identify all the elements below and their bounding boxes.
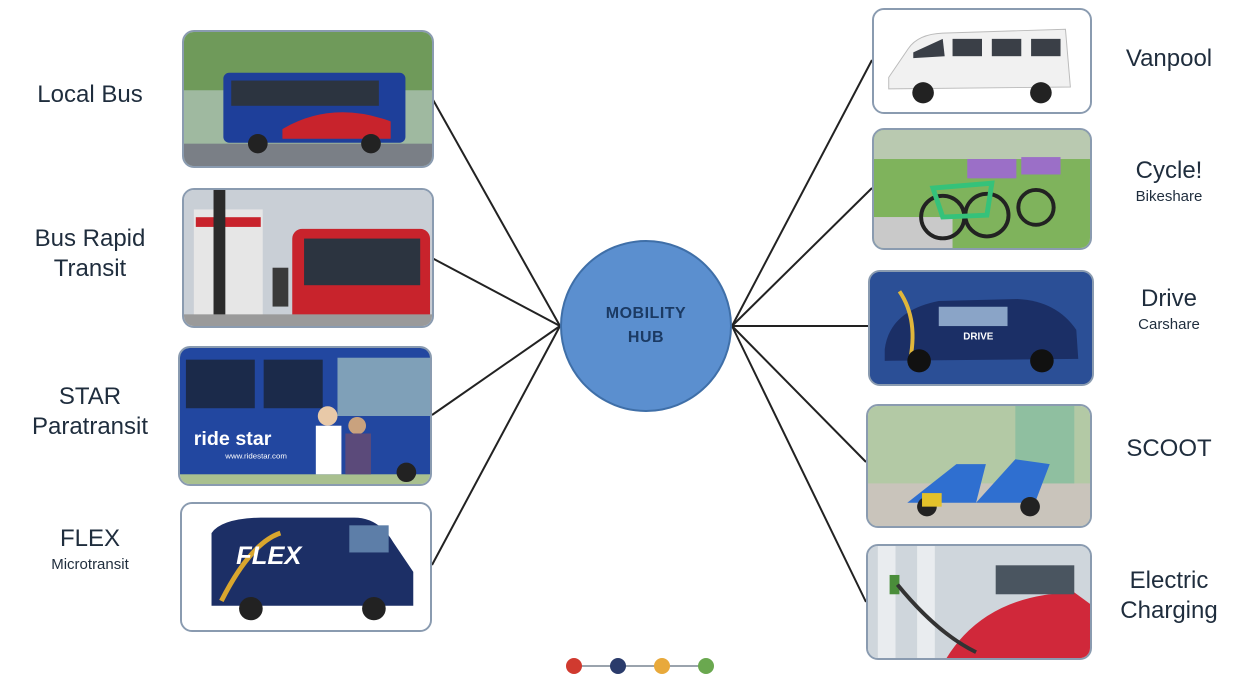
photo-cycle-bikeshare bbox=[872, 128, 1092, 250]
connector-cycle bbox=[731, 187, 873, 327]
photo-scoot bbox=[866, 404, 1092, 528]
connector-scoot bbox=[731, 325, 867, 463]
label-scoot: SCOOT bbox=[1126, 435, 1212, 462]
label-flex-microtransit: FLEX Microtransit bbox=[51, 525, 129, 573]
progress-dots-line bbox=[574, 665, 708, 667]
photo-star-paratransit: ride star www.ridestar.com bbox=[178, 346, 432, 486]
star-bus-logo: ride star bbox=[194, 428, 272, 450]
progress-dot-green bbox=[698, 658, 714, 674]
label-drive-carshare: Drive Carshare bbox=[1138, 285, 1200, 333]
connector-vanpool bbox=[731, 59, 873, 327]
flex-van-logo: FLEX bbox=[236, 542, 303, 570]
hub-label-line2: HUB bbox=[627, 329, 665, 346]
connector-local-bus bbox=[431, 97, 561, 327]
connector-flex bbox=[431, 325, 561, 566]
hub-label-line1: MOBILITY bbox=[605, 305, 687, 322]
star-bus-url: www.ridestar.com bbox=[224, 452, 287, 461]
photo-electric-charging bbox=[866, 544, 1092, 660]
connector-star bbox=[431, 325, 561, 416]
photo-vanpool bbox=[872, 8, 1092, 114]
drive-car-logo: DRIVE bbox=[963, 332, 993, 343]
slide-progress-dots bbox=[566, 658, 716, 674]
photo-drive-carshare: DRIVE bbox=[868, 270, 1094, 386]
connector-charging bbox=[731, 325, 867, 603]
photo-bus-rapid-transit bbox=[182, 188, 434, 328]
progress-dot-yellow bbox=[654, 658, 670, 674]
photo-local-bus bbox=[182, 30, 434, 168]
label-electric-charging: Electric Charging bbox=[1120, 567, 1218, 624]
progress-dot-navy bbox=[610, 658, 626, 674]
progress-dot-red bbox=[566, 658, 582, 674]
label-local-bus: Local Bus bbox=[37, 81, 143, 108]
label-cycle-bikeshare: Cycle! Bikeshare bbox=[1135, 157, 1203, 205]
label-bus-rapid-transit: Bus Rapid Transit bbox=[34, 225, 146, 282]
label-vanpool: Vanpool bbox=[1125, 45, 1213, 72]
connector-brt bbox=[431, 257, 561, 327]
mobility-hub-node: MOBILITY HUB bbox=[560, 240, 732, 412]
label-star-paratransit: STAR Paratransit bbox=[31, 383, 149, 440]
photo-flex-microtransit: FLEX bbox=[180, 502, 432, 632]
